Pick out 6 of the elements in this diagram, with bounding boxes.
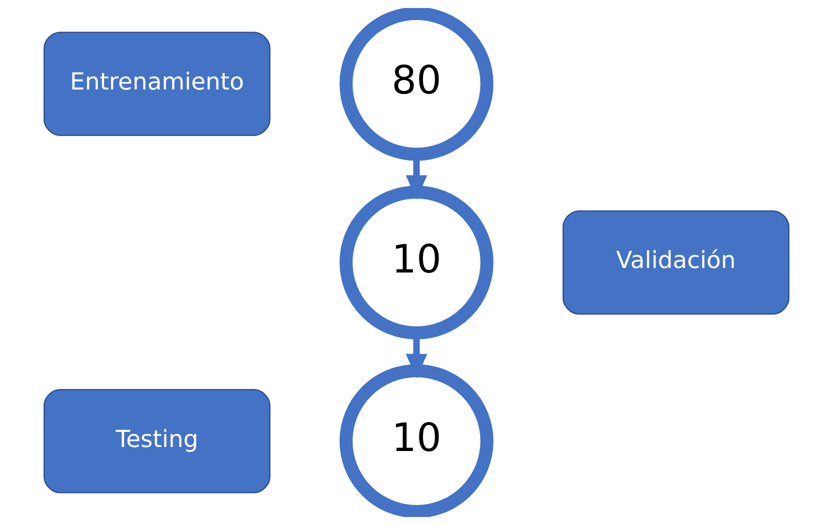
node-circle: 10 bbox=[339, 364, 493, 517]
node-box: Validación bbox=[562, 210, 789, 315]
node-box: Testing bbox=[43, 388, 270, 494]
node-circle: 80 bbox=[339, 8, 493, 161]
node-box: Entrenamiento bbox=[43, 32, 270, 136]
node-circle: 10 bbox=[339, 186, 493, 340]
